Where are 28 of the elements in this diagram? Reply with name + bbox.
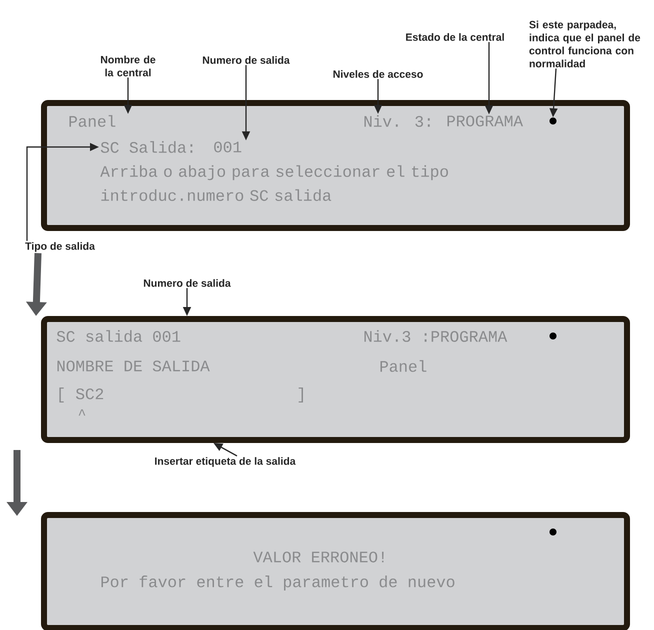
display-text: Panel	[69, 115, 116, 127]
display-text: Por favor entre el parametro de nuevo	[101, 576, 454, 590]
display-text: VALOR ERRONEO!	[253, 552, 384, 562]
callout-text: Estado de la central	[406, 33, 504, 41]
display-text: NOMBRE DE SALIDA	[57, 360, 210, 372]
display-text: Panel	[380, 360, 426, 372]
lcd-screen	[41, 100, 630, 231]
status-dot	[550, 528, 556, 536]
callout-text: Numero de salida	[144, 279, 231, 287]
display-text: PROGRAMA	[447, 116, 523, 126]
display-text: 001	[214, 142, 242, 152]
callout-text: Niveles de acceso	[333, 70, 423, 78]
callout-text: Numero de salida	[202, 56, 290, 64]
display-text: SC Salida:	[100, 141, 192, 153]
display-text: Niv.3 :PROGRAMA	[364, 330, 508, 342]
callout-text: Nombre de la central	[101, 56, 156, 76]
status-dot	[550, 118, 556, 124]
cursor-mark: ^	[78, 409, 86, 416]
display-text: Arriba o abajo para seleccionar el tipo introduc.numero SC salida	[100, 165, 448, 201]
lcd-screen	[41, 512, 630, 630]
lcd-screen	[41, 316, 630, 443]
callout-text: Tipo de salida	[25, 242, 95, 252]
callout-text: Insertar etiqueta de la salida	[155, 457, 296, 467]
display-text: SC salida 001	[56, 330, 180, 342]
status-dot	[550, 332, 556, 340]
input-field: [ SC2 ]	[59, 388, 303, 402]
display-text: Niv. 3:	[364, 115, 430, 127]
callout-text: Si este parpadea, indica que el panel de control funciona con normalidad	[529, 20, 640, 68]
